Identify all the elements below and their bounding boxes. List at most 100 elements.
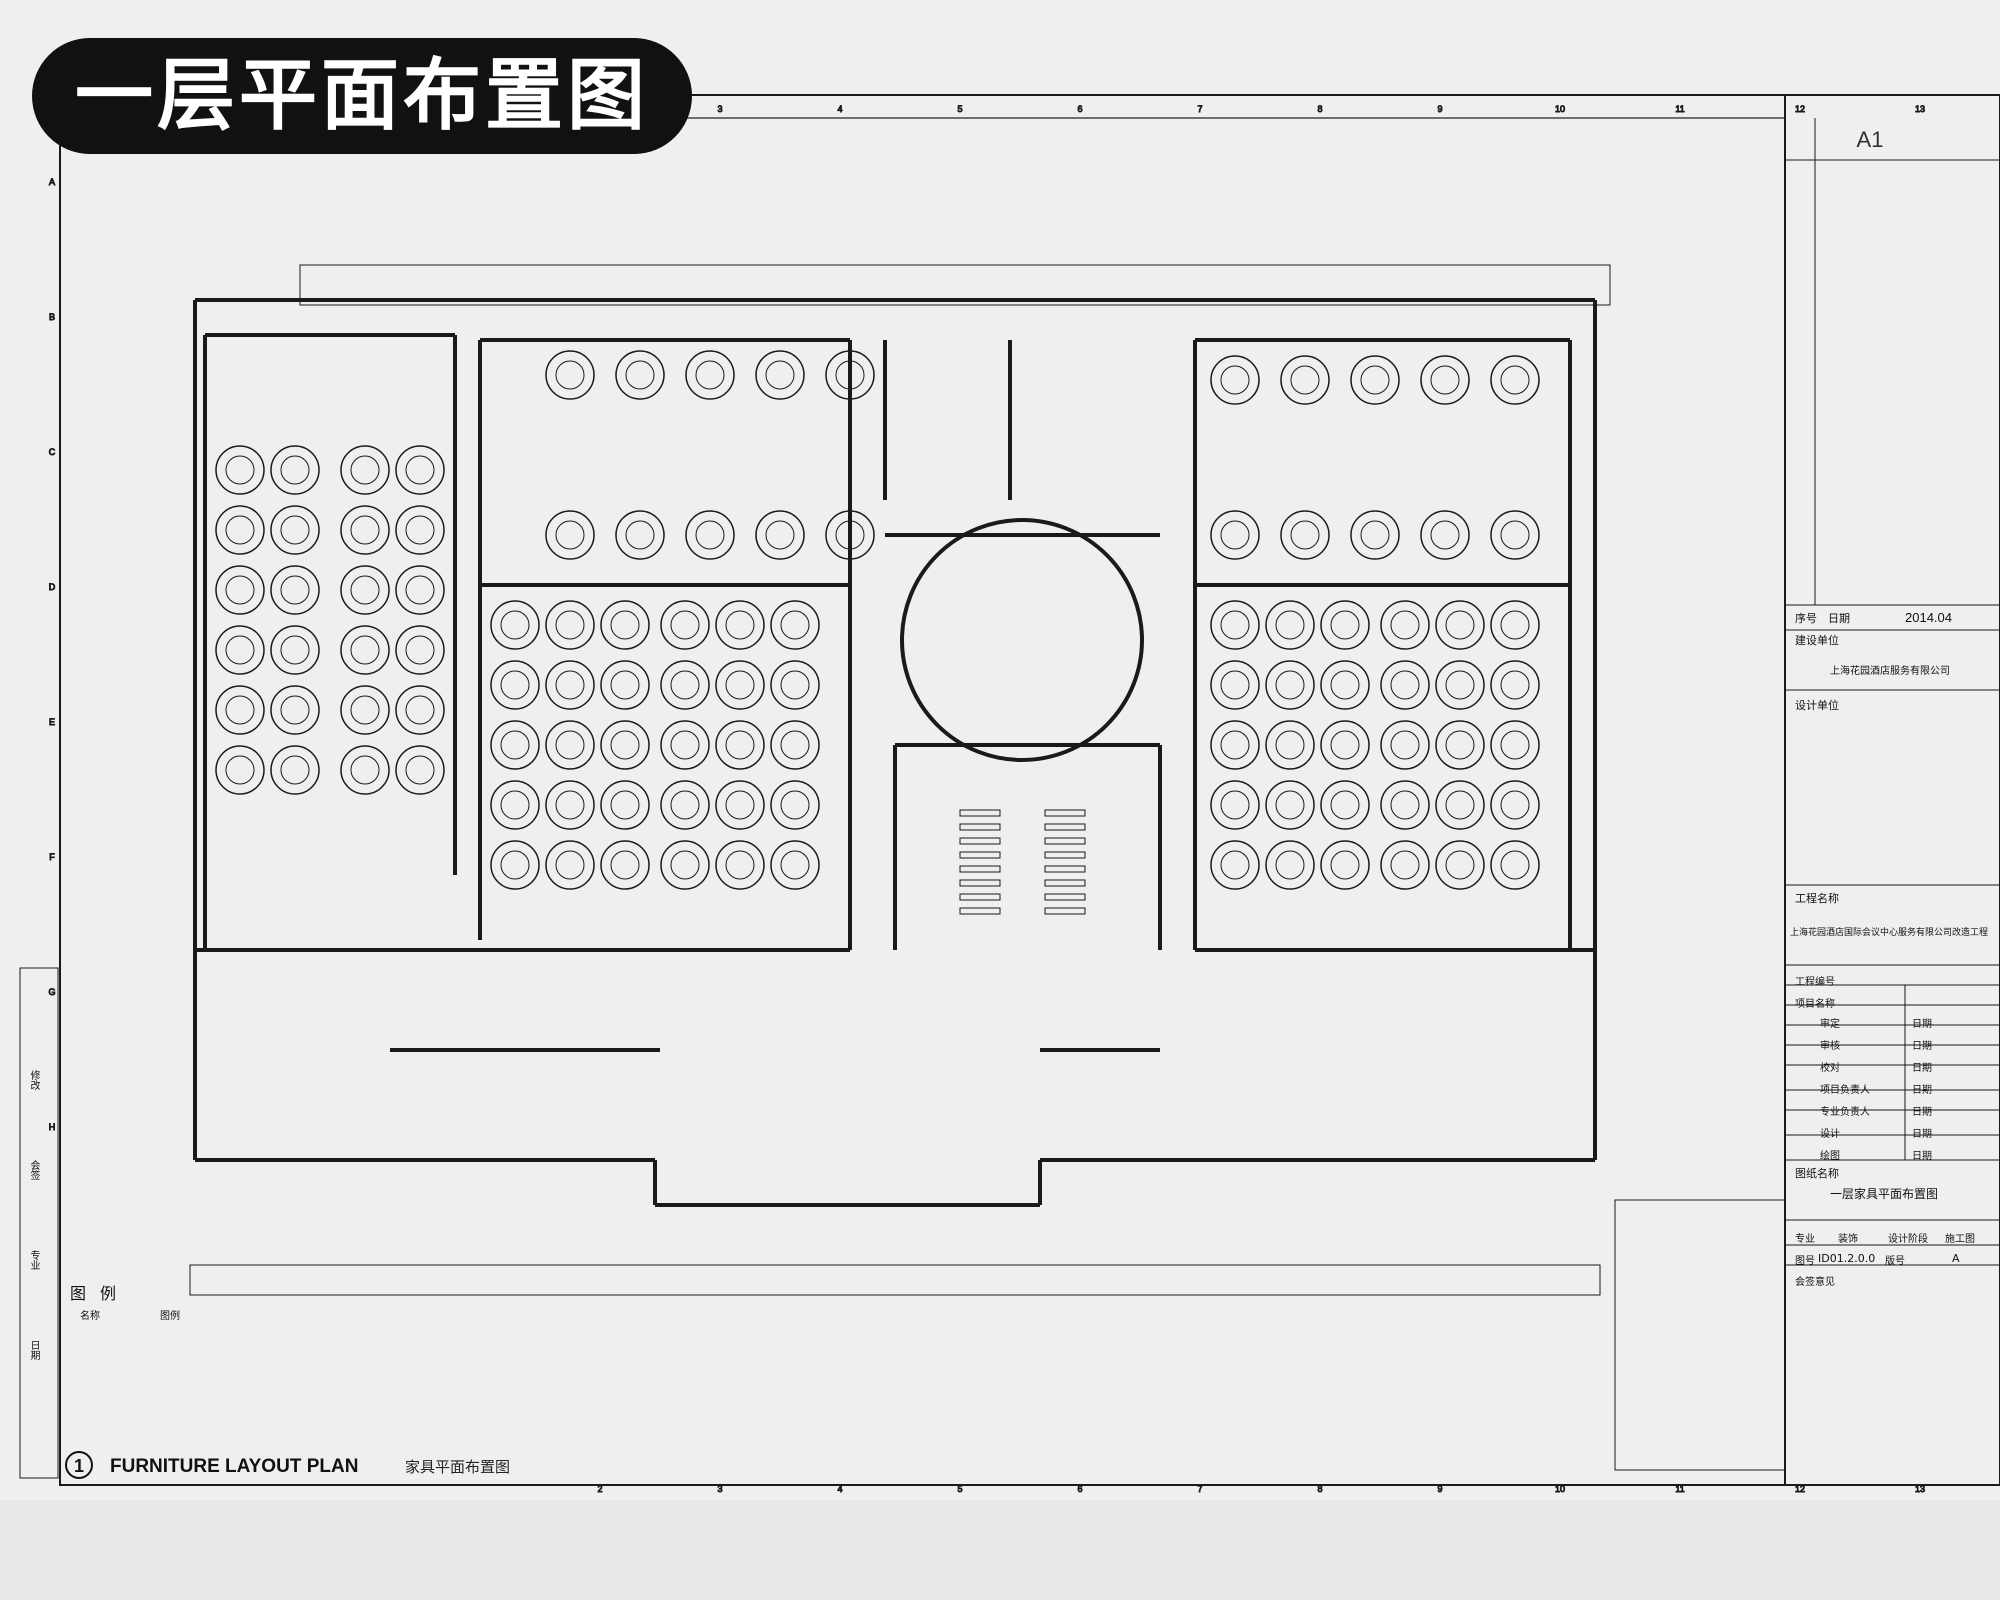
grid-row-label: A (49, 177, 55, 187)
round-table (1280, 510, 1330, 560)
round-table (1380, 720, 1430, 770)
round-table (1350, 510, 1400, 560)
round-table (1435, 840, 1485, 890)
table-top (1275, 670, 1305, 700)
sign-row-date: 日期 (1912, 1151, 1932, 1162)
table-top (1275, 730, 1305, 760)
drawing-name: 一层家具平面布置图 (1830, 1187, 1939, 1201)
round-table (615, 510, 665, 560)
table-top (695, 360, 725, 390)
grid-col-label: 13 (1915, 104, 1925, 114)
round-table (1420, 510, 1470, 560)
sign-row-date: 日期 (1912, 1041, 1932, 1052)
table-top (835, 520, 865, 550)
table-top (1390, 850, 1420, 880)
round-table (545, 720, 595, 770)
grid-col-label: 6 (1077, 104, 1082, 114)
round-table (1380, 600, 1430, 650)
table-top (280, 575, 310, 605)
grid-row-label: F (49, 852, 55, 862)
table-top (405, 515, 435, 545)
seat-row (959, 851, 1001, 859)
table-top (280, 635, 310, 665)
grid-col-label: 10 (1555, 1484, 1565, 1494)
table-top (1430, 520, 1460, 550)
round-table (270, 505, 320, 555)
round-table (545, 780, 595, 830)
left-stamp-box (19, 967, 59, 1479)
sign-row-date: 日期 (1912, 1019, 1932, 1030)
table-top (1500, 365, 1530, 395)
round-table (340, 505, 390, 555)
round-table (1490, 780, 1540, 830)
sign-row-label: 设计 (1820, 1129, 1840, 1140)
grid-row-label: E (49, 717, 55, 727)
project-label: 工程名称 (1795, 892, 1839, 905)
round-table (215, 745, 265, 795)
round-table (1490, 840, 1540, 890)
table-top (555, 730, 585, 760)
seat-row (1044, 809, 1086, 817)
grid-row-label: B (49, 312, 55, 322)
round-table (1380, 780, 1430, 830)
round-table (1265, 780, 1315, 830)
grid-col-label: 12 (1795, 104, 1805, 114)
grid-col-label: 8 (1317, 104, 1322, 114)
seat-row (959, 809, 1001, 817)
auditorium-wall (900, 518, 1144, 762)
sign-row-label: 专业负责人 (1820, 1107, 1870, 1118)
round-table (1320, 660, 1370, 710)
grid-col-label: 12 (1795, 1484, 1805, 1494)
table-top (1220, 850, 1250, 880)
round-table (340, 445, 390, 495)
round-table (1490, 600, 1540, 650)
table-top (405, 455, 435, 485)
table-top (1390, 670, 1420, 700)
sheet-date: 2014.04 (1905, 610, 1952, 625)
sign-row-label: 审核 (1820, 1041, 1840, 1052)
version: A (1952, 1252, 1960, 1265)
table-top (625, 360, 655, 390)
legend-title: 图例 (70, 1284, 131, 1303)
seat-row (1044, 865, 1086, 873)
round-table (1380, 840, 1430, 890)
seat-row (1044, 823, 1086, 831)
table-top (1390, 730, 1420, 760)
round-table (1320, 720, 1370, 770)
designer-label: 设计单位 (1795, 699, 1839, 712)
legend-header-symbol: 图例 (160, 1311, 180, 1322)
table-top (555, 520, 585, 550)
table-top (555, 670, 585, 700)
table-top (1220, 790, 1250, 820)
round-table (825, 350, 875, 400)
seat-row (959, 837, 1001, 845)
round-table (215, 685, 265, 735)
round-table (215, 625, 265, 675)
table-top (1330, 670, 1360, 700)
table-top (225, 635, 255, 665)
round-table (1490, 510, 1540, 560)
date-label: 日期 (1828, 612, 1850, 625)
table-top (350, 635, 380, 665)
table-top (1275, 790, 1305, 820)
grid-col-label: 5 (957, 104, 962, 114)
grid-col-label: 13 (1915, 1484, 1925, 1494)
version-label: 版号 (1885, 1256, 1905, 1267)
table-top (1445, 670, 1475, 700)
table-top (670, 790, 700, 820)
sign-row-date: 日期 (1912, 1107, 1932, 1118)
round-table (600, 660, 650, 710)
round-table (1210, 720, 1260, 770)
table-top (725, 610, 755, 640)
table-top (500, 730, 530, 760)
seat-row (1044, 893, 1086, 901)
round-table (600, 840, 650, 890)
table-top (350, 695, 380, 725)
round-table (395, 505, 445, 555)
round-table (270, 445, 320, 495)
grid-col-label: 7 (1197, 104, 1202, 114)
round-table (340, 685, 390, 735)
table-top (555, 360, 585, 390)
table-top (1330, 790, 1360, 820)
table-top (780, 610, 810, 640)
